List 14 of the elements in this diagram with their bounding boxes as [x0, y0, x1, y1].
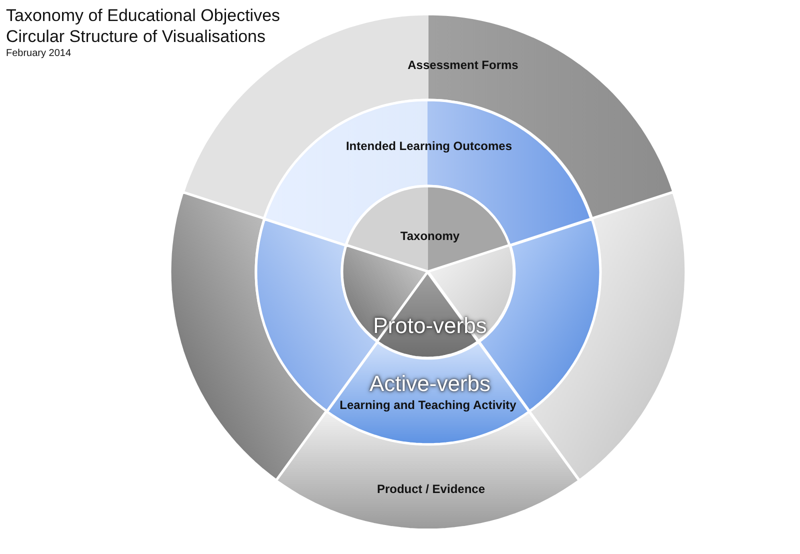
ring-segment	[529, 192, 686, 481]
segment-label: Product / Evidence	[376, 482, 485, 496]
segment-label: Learning and Teaching Activity	[340, 398, 516, 412]
ring-segment	[276, 411, 580, 530]
segment-label: Intended Learning Outcomes	[346, 139, 512, 153]
segment-label: Active-verbs	[369, 370, 490, 397]
diagram-title: Taxonomy of Educational Objectives	[6, 6, 280, 26]
ring-segment	[170, 192, 327, 481]
subtitle: Circular Structure of Visualisations	[6, 27, 266, 47]
ring-segment	[346, 186, 510, 272]
date-label: February 2014	[6, 48, 72, 59]
segment-label: Taxonomy	[400, 229, 460, 243]
ring-segment	[264, 100, 592, 246]
segment-label: Assessment Forms	[408, 58, 518, 72]
